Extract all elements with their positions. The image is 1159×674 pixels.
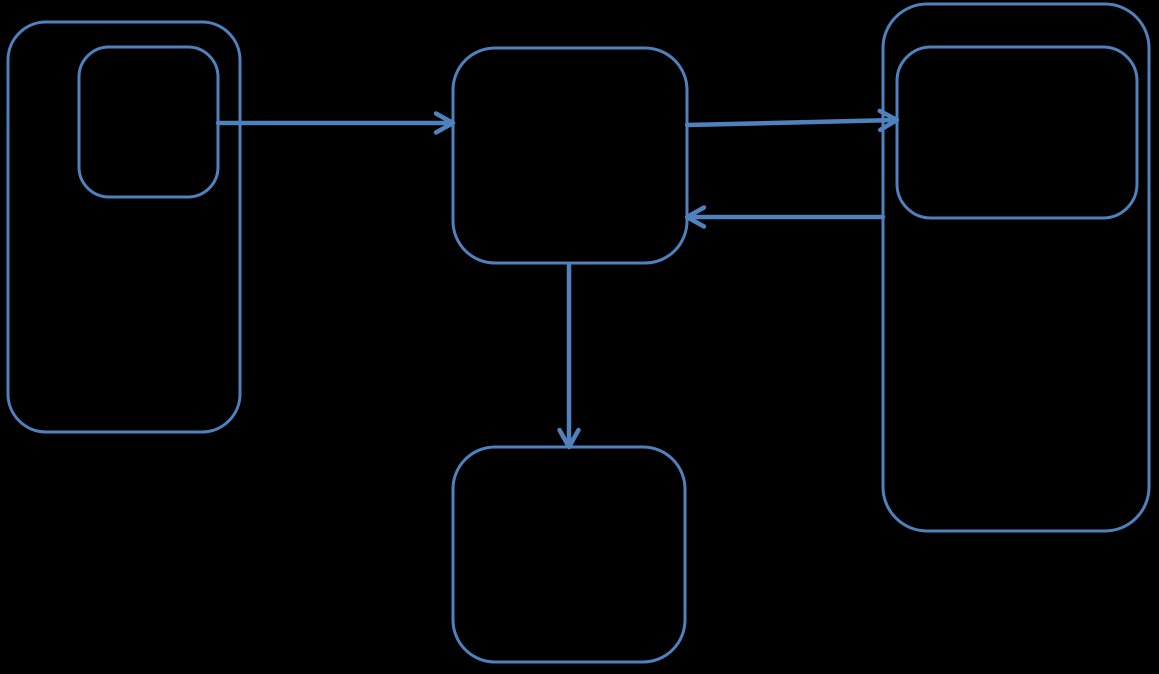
center-box bbox=[451, 46, 689, 265]
bottom-box bbox=[451, 445, 687, 664]
arrow-center-to-bottom-arrowhead-icon bbox=[557, 427, 581, 450]
left-inner-box bbox=[77, 45, 220, 199]
arrow-right-outer-to-center-arrowhead-icon bbox=[684, 205, 707, 229]
arrow-left-inner-to-center-arrowhead-icon bbox=[433, 111, 456, 135]
right-inner-box bbox=[895, 45, 1139, 220]
arrow-center-to-right-inner-arrowhead-icon bbox=[877, 108, 900, 133]
right-outer-box bbox=[881, 2, 1151, 533]
arrow-left-inner-to-center bbox=[215, 111, 456, 135]
arrow-right-outer-to-center bbox=[684, 205, 886, 229]
arrow-center-to-bottom bbox=[557, 261, 581, 450]
left-outer-box bbox=[6, 20, 242, 434]
arrow-center-to-right-inner bbox=[684, 108, 900, 133]
arrow-center-to-right-inner-shaft bbox=[684, 117, 895, 128]
